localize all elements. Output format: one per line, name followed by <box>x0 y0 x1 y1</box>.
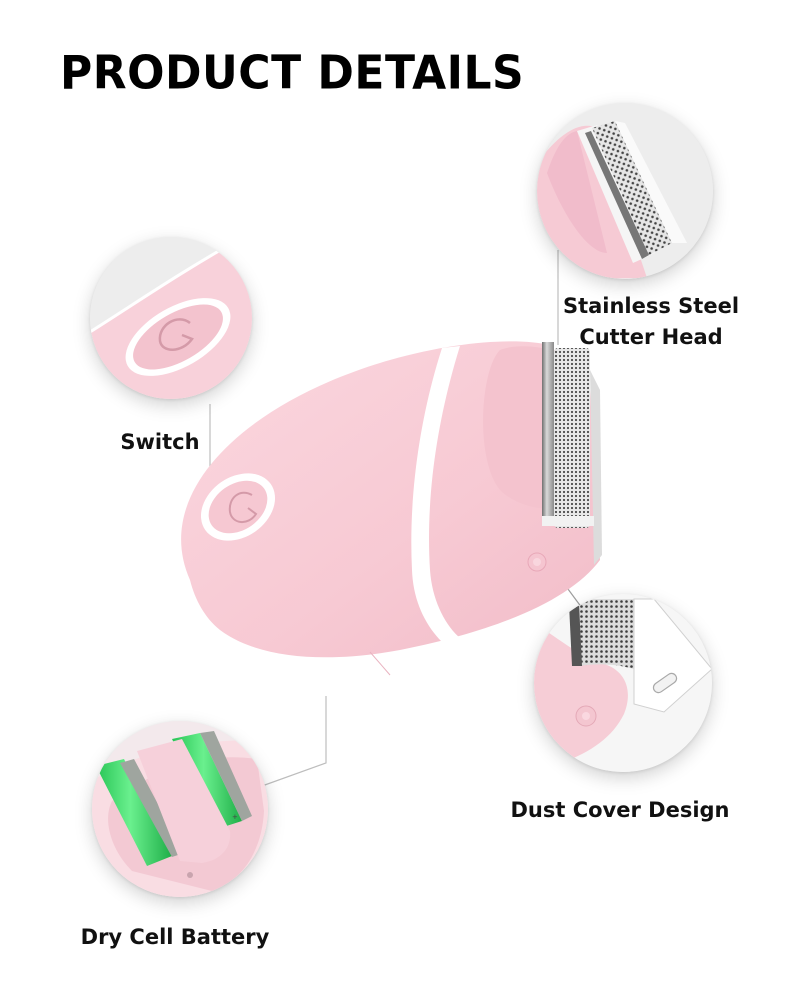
svg-text:+: + <box>232 813 238 821</box>
dust-cover-closeup-icon <box>534 594 712 772</box>
power-switch-closeup-icon <box>90 237 252 399</box>
trimmer-device-image <box>170 330 630 680</box>
battery-label: Dry Cell Battery <box>80 925 270 949</box>
cutter-head-closeup-icon <box>537 103 713 279</box>
cutter-head-label-line1: Stainless Steel <box>562 294 740 318</box>
page-title: PRODUCT DETAILS <box>60 46 525 101</box>
cutter-head-label: Stainless Steel Cutter Head <box>553 291 749 353</box>
switch-label: Switch <box>120 430 200 454</box>
cutter-head-label-line2: Cutter Head <box>579 325 723 349</box>
dust-cover-label: Dust Cover Design <box>510 798 730 822</box>
battery-compartment-closeup-icon: + <box>92 721 268 897</box>
